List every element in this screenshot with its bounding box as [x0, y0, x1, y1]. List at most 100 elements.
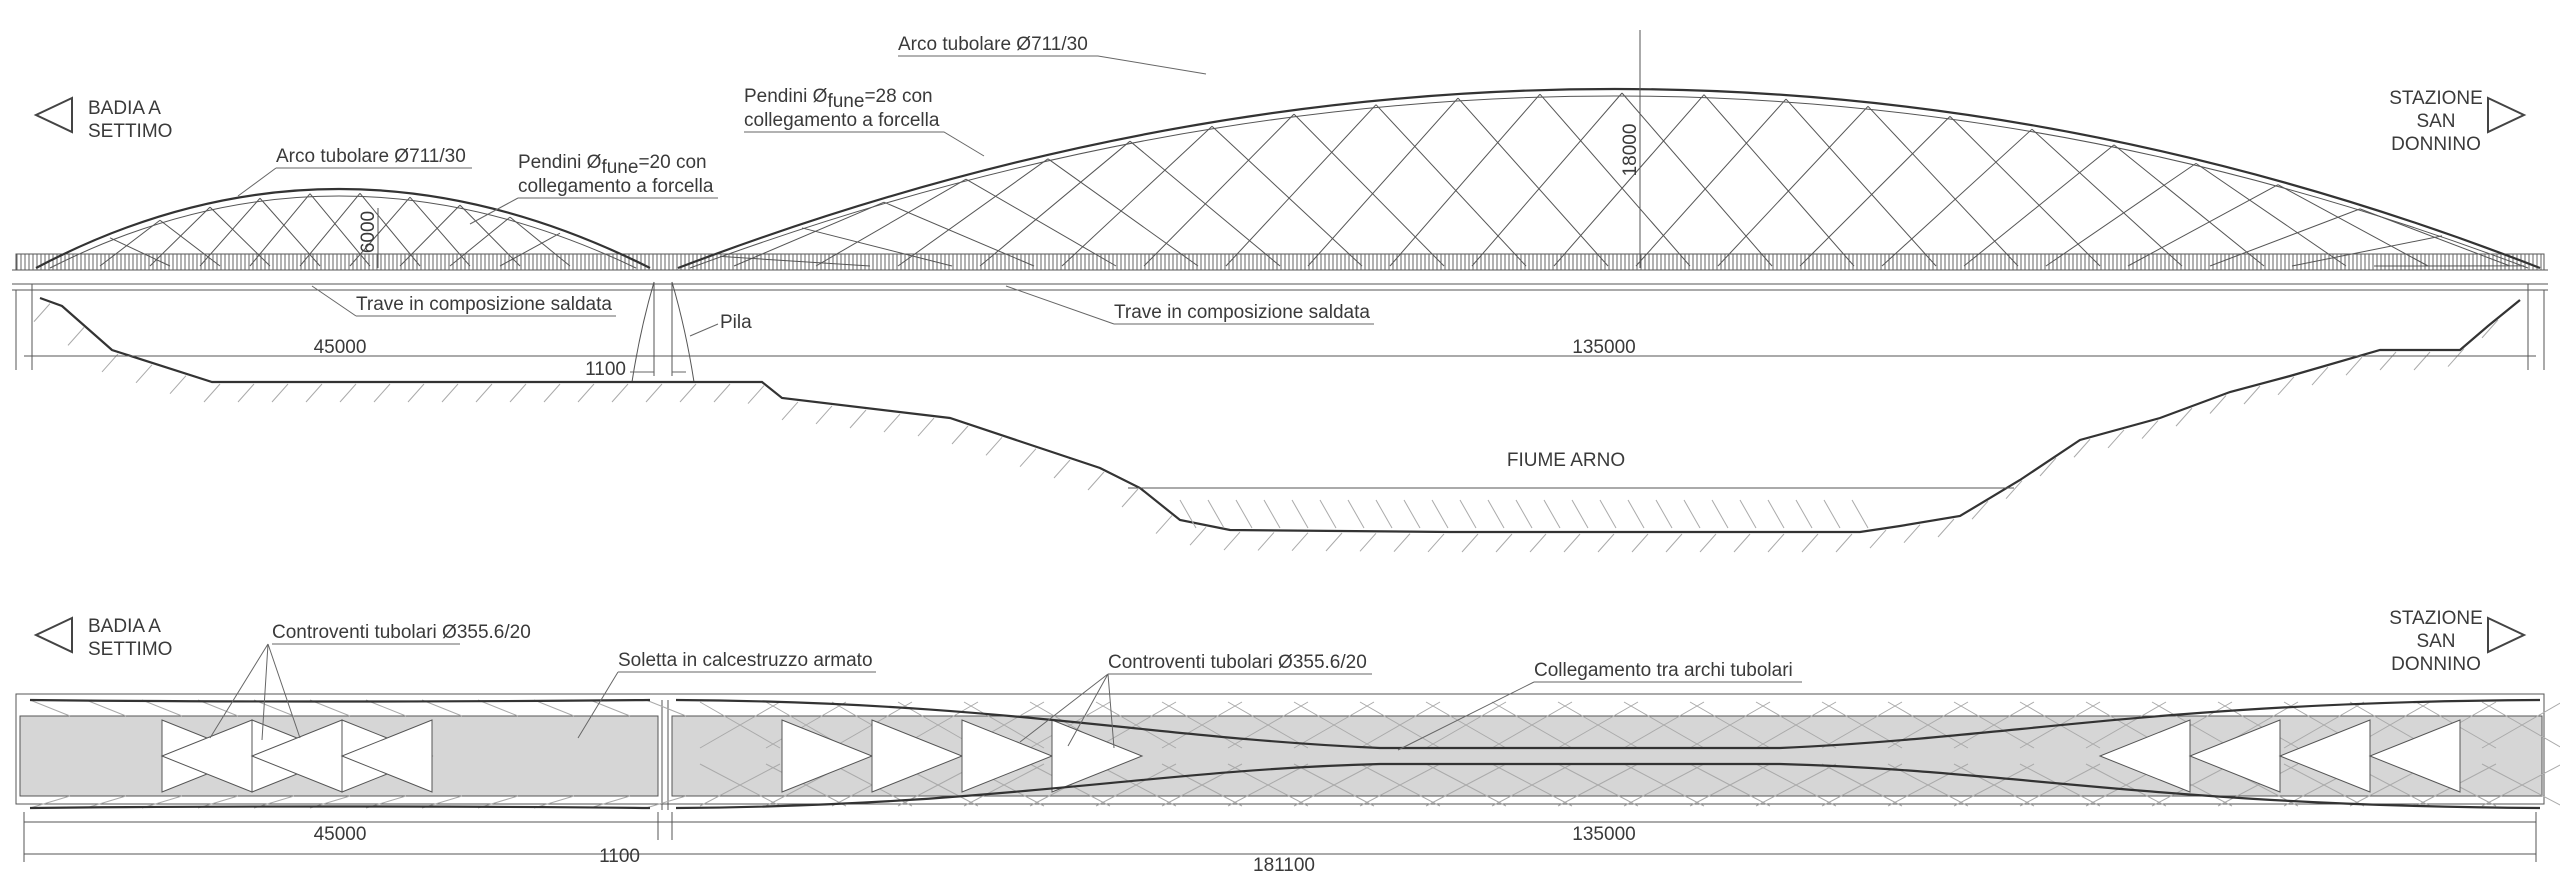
big-arch-hangers: [719, 92, 2525, 267]
plan-lattice-line: [589, 795, 631, 809]
plan-lattice-line: [477, 699, 519, 717]
big-hanger: [2209, 208, 2361, 267]
plan-lattice-line: [1029, 701, 1111, 749]
terrain-hatch-line: [2141, 420, 2159, 439]
terrain-hatch-line: [1393, 533, 1411, 552]
plan-small-arch-bottom: [29, 805, 651, 810]
terrain-hatch-line: [1155, 515, 1173, 534]
big-hanger: [1293, 113, 1445, 267]
terrain-hatch-line: [883, 413, 901, 433]
plan-lattice-line: [1425, 701, 1507, 749]
small-hanger: [409, 196, 471, 267]
terrain-hatch-line: [101, 353, 119, 373]
bracing-triangle: [2368, 719, 2461, 793]
terrain-hatch-line: [135, 364, 153, 384]
riverbed-hatch-line: [1291, 499, 1309, 529]
plan-lattice-line: [85, 795, 127, 809]
terrain-hatch-line: [1937, 518, 1955, 538]
riverbed-hatch-line: [1683, 499, 1701, 529]
small-hanger: [249, 193, 311, 267]
big-hanger: [1389, 93, 1541, 267]
terrain-hatch-line: [1053, 459, 1071, 479]
plan-left-direction-line1: BADIA A: [88, 616, 161, 637]
big-hanger: [1881, 128, 2033, 267]
riverbed-hatch-line: [1627, 499, 1645, 529]
riverbed-hatch-line: [1207, 499, 1225, 529]
small-hanger: [99, 219, 161, 267]
big-arch-rise: 18000: [1620, 124, 1641, 177]
big-hanger: [1867, 105, 2019, 267]
terrain-hatch-line: [1495, 533, 1513, 553]
plan-lattice-line: [2481, 702, 2560, 749]
small-hanger: [209, 206, 271, 267]
big-hanger: [1211, 125, 1363, 267]
plan-lattice-line: [2151, 763, 2233, 807]
bracing-triangle: [871, 719, 964, 793]
big-hanger: [979, 140, 1131, 267]
terrain-hatch-line: [1903, 524, 1921, 543]
terrain-hatch-line: [203, 383, 221, 403]
terrain-hatch-line: [2345, 356, 2363, 376]
plan-lattice-line: [2283, 701, 2365, 749]
big-hanger: [1047, 158, 1199, 267]
plan-lattice-line: [1095, 763, 1177, 807]
small-hanger: [359, 193, 421, 267]
plan-lattice-line: [1689, 763, 1771, 807]
plan-lattice-line: [963, 763, 1045, 807]
terrain-hatch-line: [1291, 532, 1309, 552]
terrain-hatch-line: [815, 405, 833, 425]
big-hanger: [883, 201, 1035, 267]
big-hanger: [815, 178, 967, 267]
plan-lattice-line: [699, 763, 781, 807]
terrain-hatch-line: [2277, 376, 2295, 396]
terrain-hatch-line: [2005, 480, 2023, 499]
riverbed-hatch-line: [1487, 499, 1505, 529]
terrain-hatch-line: [1223, 531, 1241, 551]
left-arrow-icon: [33, 96, 73, 134]
terrain-hatch-line: [781, 401, 799, 421]
plan-lattice-line: [645, 795, 687, 809]
river-label: FIUME ARNO: [1507, 450, 1625, 471]
plan-lattice-line: [1953, 763, 2035, 807]
riverbed-hatch-line: [1739, 499, 1757, 529]
plan-span-left: 45000: [314, 824, 367, 845]
small-hanger: [459, 204, 521, 267]
plan-lattice-line: [765, 701, 847, 749]
elevation-pier-width: 1100: [585, 359, 626, 380]
elevation-span-left: 45000: [314, 337, 367, 358]
terrain-hatch-line: [1427, 533, 1445, 553]
riverbed-hatch-line: [1403, 499, 1421, 529]
plan-lattice-line: [2217, 763, 2299, 807]
elevation-right-direction-line2: SAN: [2416, 111, 2455, 132]
plan-lattice-line: [197, 699, 239, 717]
elevation-left-direction-line2: SETTIMO: [88, 121, 172, 142]
terrain-hatch-line: [33, 303, 51, 322]
small-arch-rise: 6000: [358, 211, 379, 253]
big-hanger: [2045, 162, 2197, 267]
terrain-hatch-line: [339, 383, 357, 403]
plan-lattice-line: [29, 795, 71, 809]
pier: [631, 281, 695, 383]
small-hanger: [299, 193, 361, 267]
terrain-hatch-line: [2175, 407, 2193, 427]
big-hanger: [719, 255, 871, 267]
terrain-hatch-line: [1631, 533, 1649, 553]
big-hanger: [2031, 128, 2183, 267]
plan-lattice-line: [1293, 763, 1375, 807]
elevation-left-direction-line1: BADIA A: [88, 98, 161, 119]
terrain-hatch-line: [543, 383, 561, 403]
small-hangers-label: Pendini Øfune=20 con: [518, 152, 707, 178]
plan-lattice-line: [645, 699, 687, 717]
terrain-hatch-line: [1257, 532, 1275, 551]
plan-lattice-line: [1293, 701, 1375, 749]
big-hanger: [1307, 97, 1459, 267]
plan-lattice-line: [1359, 701, 1441, 749]
bracing-triangle: [340, 719, 433, 793]
plan-lattice-line: [1623, 701, 1705, 749]
plan-lattice-line: [589, 699, 631, 717]
elevation-span-right: 135000: [1572, 337, 1635, 358]
bracing-left-label: Controventi tubolari Ø355.6/20: [272, 622, 531, 643]
big-hanger: [801, 227, 953, 267]
plan-lattice-line: [1557, 701, 1639, 749]
